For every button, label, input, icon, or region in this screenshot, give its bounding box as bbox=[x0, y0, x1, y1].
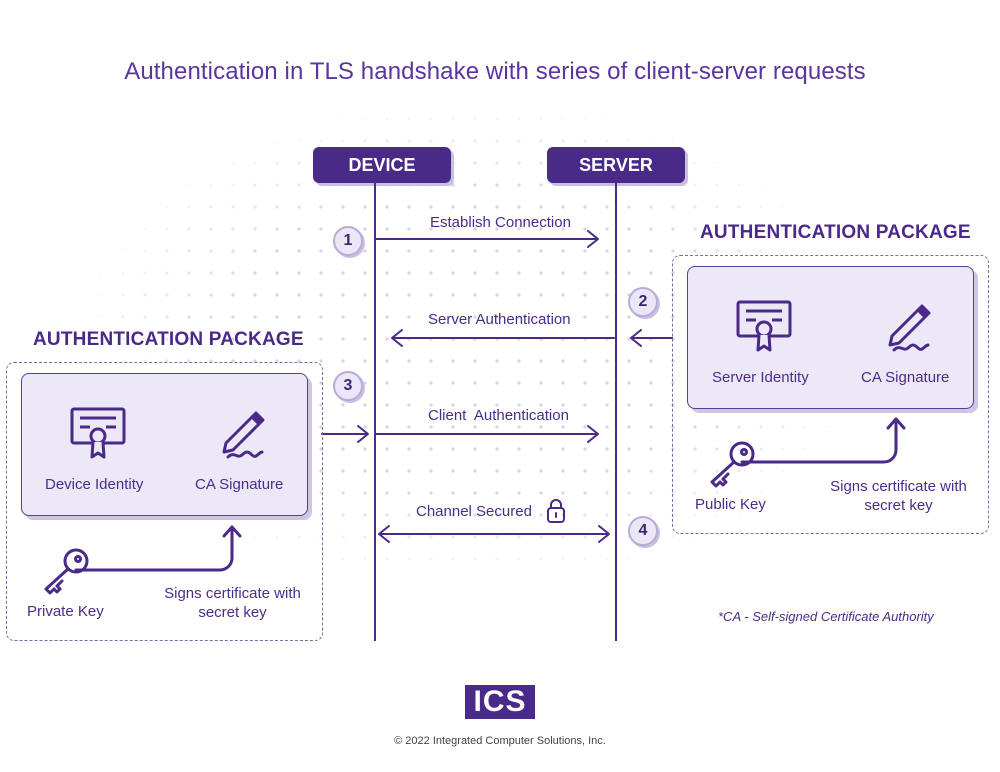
lock-icon bbox=[547, 499, 565, 523]
step-3-badge: 3 bbox=[333, 371, 363, 401]
device-package-box bbox=[6, 362, 323, 641]
channel-secured-label: Channel Secured bbox=[416, 503, 532, 520]
device-key-connector bbox=[74, 525, 242, 572]
key-icon bbox=[44, 548, 89, 595]
step-2-badge: 2 bbox=[628, 287, 658, 317]
server-authentication-label: Server Authentication bbox=[428, 311, 571, 328]
device-lifeline bbox=[374, 183, 376, 641]
server-certificate-card bbox=[687, 266, 974, 409]
server-signs-note: Signs certificate with secret key bbox=[830, 478, 967, 514]
device-identity-label: Device Identity bbox=[45, 476, 144, 493]
server-ca-signature-label: CA Signature bbox=[861, 369, 950, 386]
diagram-title: Authentication in TLS handshake with ser… bbox=[124, 58, 866, 85]
certificate-icon bbox=[736, 300, 792, 352]
device-package-title: AUTHENTICATION PACKAGE bbox=[33, 329, 304, 350]
server-lane-header: SERVER bbox=[547, 147, 685, 183]
server-identity-label: Server Identity bbox=[712, 369, 809, 386]
server-package-box bbox=[672, 255, 989, 534]
private-key-label: Private Key bbox=[27, 603, 104, 620]
server-lifeline bbox=[615, 183, 617, 641]
ca-footnote: *CA - Self-signed Certificate Authority bbox=[718, 609, 934, 624]
step-4-badge: 4 bbox=[628, 516, 658, 546]
certificate-icon bbox=[70, 407, 126, 459]
establish-connection-label: Establish Connection bbox=[430, 214, 571, 231]
step-1-badge: 1 bbox=[333, 226, 363, 256]
establish-connection-arrow bbox=[374, 230, 599, 248]
copyright-text: © 2022 Integrated Computer Solutions, In… bbox=[394, 735, 606, 747]
device-ca-signature-label: CA Signature bbox=[195, 476, 284, 493]
client-authentication-arrow bbox=[321, 425, 599, 443]
server-package-title: AUTHENTICATION PACKAGE bbox=[700, 222, 971, 243]
server-key-connector bbox=[740, 417, 906, 464]
client-authentication-label: Client Authentication bbox=[428, 407, 569, 424]
device-lane-header: DEVICE bbox=[313, 147, 451, 183]
ics-logo: ICS bbox=[465, 685, 535, 719]
server-authentication-arrow bbox=[391, 329, 673, 347]
key-icon bbox=[710, 441, 755, 488]
device-signs-note: Signs certificate with secret key bbox=[164, 585, 301, 621]
public-key-label: Public Key bbox=[695, 496, 766, 513]
channel-secured-arrow bbox=[378, 525, 610, 543]
pen-signature-icon bbox=[222, 411, 265, 459]
device-certificate-card bbox=[21, 373, 308, 516]
pen-signature-icon bbox=[888, 304, 931, 352]
